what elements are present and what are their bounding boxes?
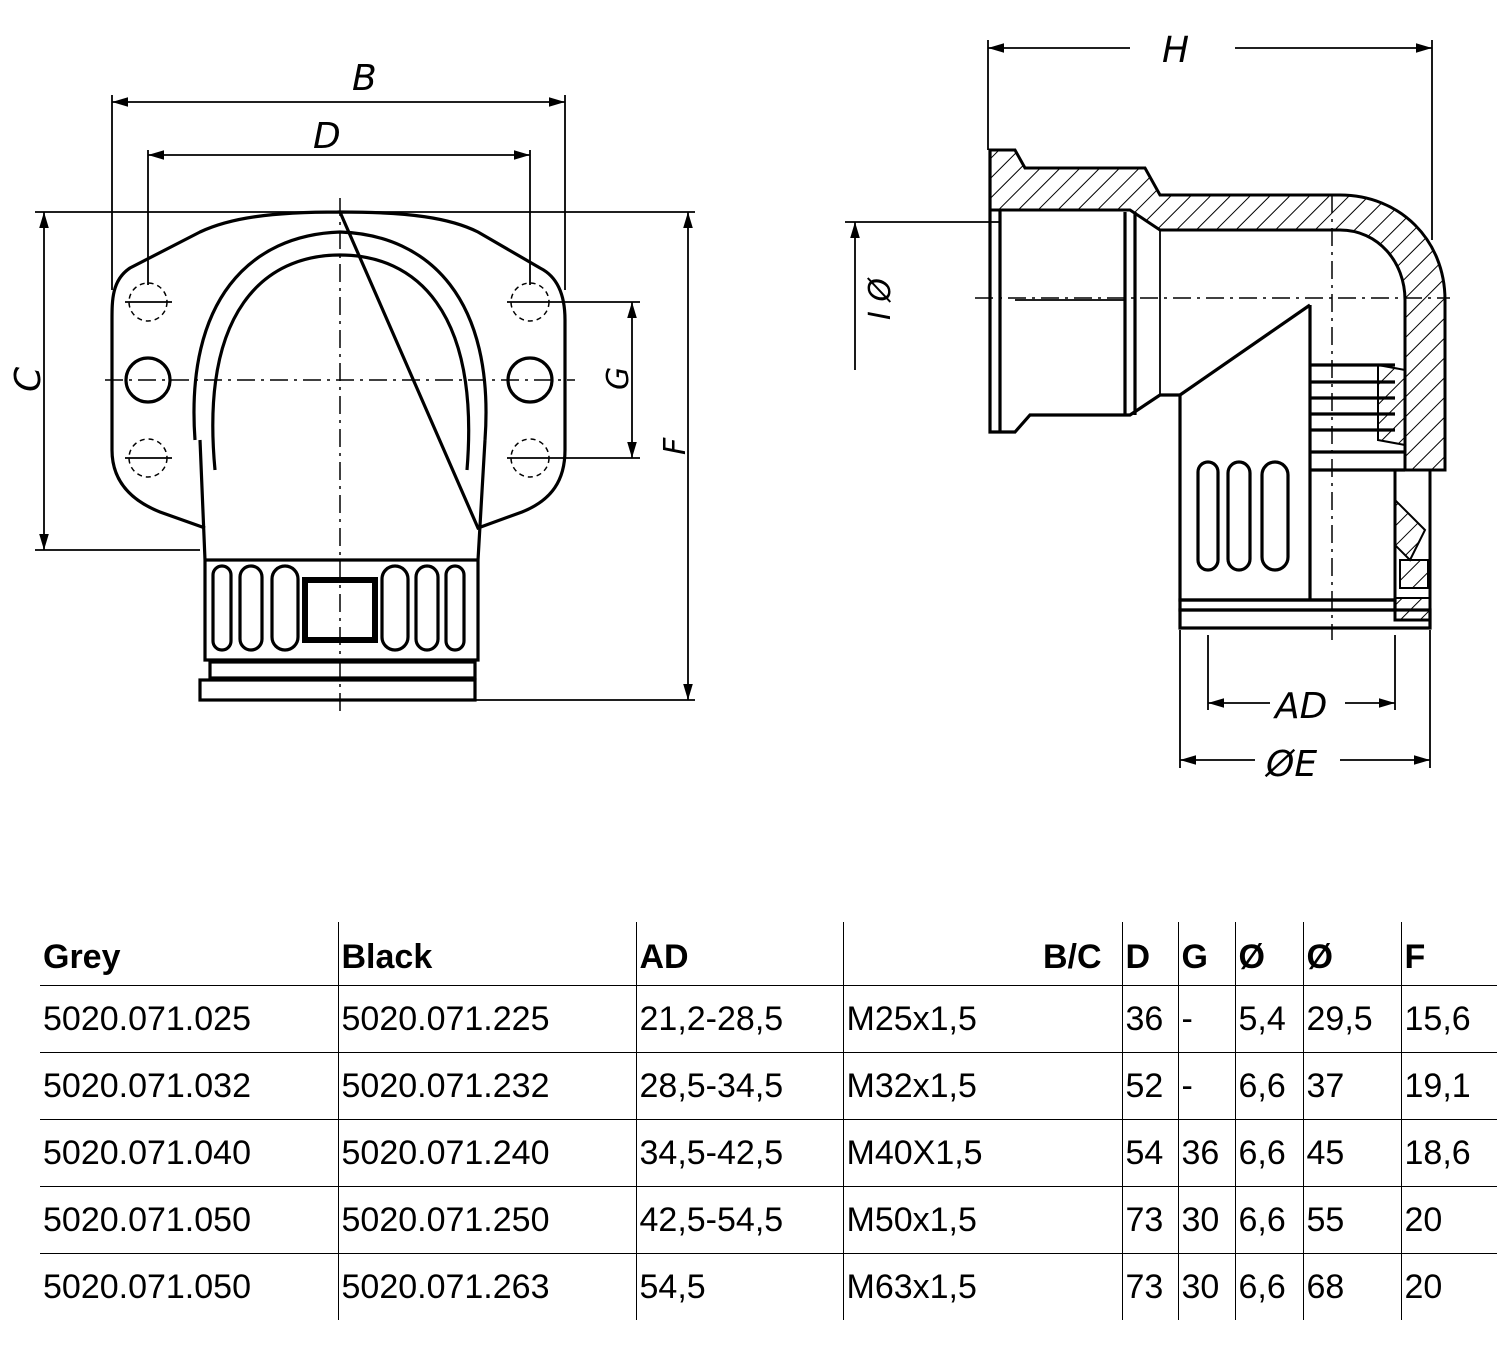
cell-g: 30	[1177, 1186, 1235, 1254]
label-D: D	[313, 116, 341, 157]
cell-bc	[1040, 1119, 1122, 1187]
cell-grey: 5020.071.025	[40, 985, 338, 1053]
table-row: 5020.071.025 5020.071.225 21,2-28,5 M25x…	[40, 985, 1497, 1053]
cell-bc	[1040, 985, 1122, 1053]
label-phiE: ØE	[1264, 744, 1317, 785]
cell-f: 20	[1400, 1186, 1497, 1254]
front-view: B D C G F	[8, 58, 695, 712]
cell-bc	[1040, 1052, 1122, 1120]
header-thread	[842, 922, 1040, 986]
cell-g: -	[1177, 985, 1235, 1053]
spec-table: Grey Black AD B/C D G Ø Ø F 5020.071.025…	[40, 922, 1497, 1320]
front-base-ring	[208, 660, 477, 680]
cell-grey: 5020.071.040	[40, 1119, 338, 1187]
cell-black: 5020.071.240	[337, 1119, 636, 1187]
cell-black: 5020.071.232	[337, 1052, 636, 1120]
label-I-phi: I Ø	[863, 277, 898, 320]
cell-f: 15,6	[1400, 985, 1497, 1053]
cell-phi-1: 6,6	[1234, 1253, 1303, 1320]
header-grey: Grey	[43, 938, 121, 976]
header-ad: AD	[635, 922, 843, 986]
side-view: H I Ø AD ØE	[845, 30, 1450, 785]
cell-ad: 28,5-34,5	[635, 1052, 843, 1120]
label-H: H	[1162, 30, 1189, 71]
table-row: 5020.071.050 5020.071.250 42,5-54,5 M50x…	[40, 1186, 1497, 1254]
cell-g: -	[1177, 1052, 1235, 1120]
cell-d: 36	[1121, 985, 1178, 1053]
header-black: Black	[337, 922, 636, 986]
label-C: C	[8, 366, 49, 392]
side-base-plate	[1178, 608, 1432, 630]
cell-thread: M40X1,5	[842, 1119, 1040, 1187]
cell-ad: 34,5-42,5	[635, 1119, 843, 1187]
header-bc: B/C	[1043, 938, 1102, 976]
cell-phi-1: 6,6	[1234, 1186, 1303, 1254]
cell-thread: M63x1,5	[842, 1253, 1040, 1320]
label-F: F	[658, 437, 693, 455]
label-AD: AD	[1273, 686, 1327, 727]
cell-f: 19,1	[1400, 1052, 1497, 1120]
cell-black: 5020.071.250	[337, 1186, 636, 1254]
header-phi-2: Ø	[1302, 922, 1401, 986]
cell-phi-2: 37	[1302, 1052, 1401, 1120]
label-B: B	[352, 58, 377, 99]
header-f: F	[1400, 922, 1497, 986]
cell-thread: M32x1,5	[842, 1052, 1040, 1120]
cell-phi-2: 45	[1302, 1119, 1401, 1187]
cell-d: 54	[1121, 1119, 1178, 1187]
cell-grey: 5020.071.050	[40, 1253, 338, 1320]
header-d: D	[1121, 922, 1178, 986]
cell-thread: M25x1,5	[842, 985, 1040, 1053]
cell-g: 30	[1177, 1253, 1235, 1320]
front-body	[198, 439, 487, 662]
cell-phi-2: 29,5	[1302, 985, 1401, 1053]
cell-d: 73	[1121, 1253, 1178, 1320]
side-threads	[1310, 363, 1406, 472]
table-row: 5020.071.032 5020.071.232 28,5-34,5 M32x…	[40, 1052, 1497, 1120]
cell-phi-1: 5,4	[1234, 985, 1303, 1053]
cell-f: 18,6	[1400, 1119, 1497, 1187]
front-grip-ribs	[211, 564, 466, 652]
cell-black: 5020.071.225	[337, 985, 636, 1053]
cell-phi-2: 55	[1302, 1186, 1401, 1254]
cell-d: 73	[1121, 1186, 1178, 1254]
cell-grey: 5020.071.050	[40, 1186, 338, 1254]
table-header-row: Grey Black AD B/C D G Ø Ø F	[40, 922, 1497, 986]
cell-phi-2: 68	[1302, 1253, 1401, 1320]
cell-bc	[1040, 1186, 1122, 1254]
cell-ad: 54,5	[635, 1253, 843, 1320]
cell-thread: M50x1,5	[842, 1186, 1040, 1254]
front-base-plate	[198, 678, 477, 702]
cell-bc	[1040, 1253, 1122, 1320]
side-grip-ribs	[1196, 460, 1290, 572]
technical-drawing: B D C G F	[8, 30, 1450, 785]
cell-g: 36	[1177, 1119, 1235, 1187]
cell-grey: 5020.071.032	[40, 1052, 338, 1120]
side-hatched-wall	[988, 148, 1447, 472]
front-flange-outline	[110, 210, 567, 531]
table-row: 5020.071.040 5020.071.240 34,5-42,5 M40X…	[40, 1119, 1497, 1187]
cell-d: 52	[1121, 1052, 1178, 1120]
label-G: G	[601, 367, 636, 390]
header-phi-1: Ø	[1234, 922, 1303, 986]
cell-phi-1: 6,6	[1234, 1052, 1303, 1120]
cell-ad: 42,5-54,5	[635, 1186, 843, 1254]
cell-phi-1: 6,6	[1234, 1119, 1303, 1187]
cell-f: 20	[1400, 1253, 1497, 1320]
header-g: G	[1177, 922, 1235, 986]
table-row: 5020.071.050 5020.071.263 54,5 M63x1,5 7…	[40, 1253, 1497, 1320]
cell-ad: 21,2-28,5	[635, 985, 843, 1053]
cell-black: 5020.071.263	[337, 1253, 636, 1320]
